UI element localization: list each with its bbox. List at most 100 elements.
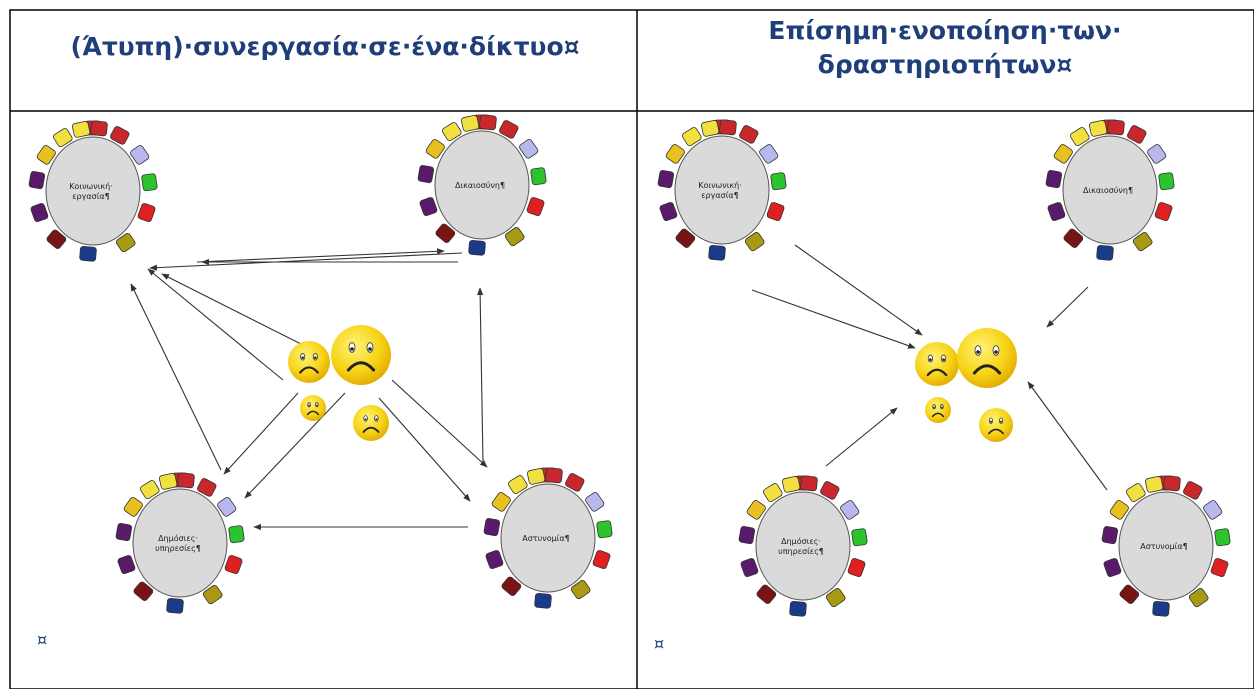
chair-icon: [782, 476, 801, 493]
chair-icon: [1063, 228, 1084, 248]
table-label: υπηρεσίες¶: [155, 544, 201, 553]
chair-icon: [1132, 232, 1153, 252]
chair-icon: [425, 139, 445, 159]
table-label: εργασία¶: [72, 192, 110, 201]
table-label: Δικαιοσύνη¶: [1083, 185, 1133, 195]
sad-face-icon: [353, 405, 389, 441]
chair-icon: [519, 139, 539, 159]
connection-arrow: [244, 392, 346, 499]
chair-icon: [36, 145, 56, 165]
chair-icon: [1045, 170, 1063, 189]
chair-icon: [1188, 588, 1209, 608]
connection-arrow: [751, 289, 916, 349]
right-title-line-2: δραστηριοτήτων¤: [817, 50, 1073, 79]
chair-icon: [499, 120, 519, 139]
table-top: [500, 483, 596, 593]
chair-icon: [1107, 119, 1125, 136]
chair-icon: [419, 197, 438, 217]
chair-icon: [1163, 475, 1181, 492]
chair-icon: [435, 223, 456, 243]
round-table-icon: Δημόσιες·υπηρεσίες¶: [115, 472, 245, 614]
chair-icon: [1214, 528, 1231, 547]
chair-icon: [1127, 125, 1147, 144]
right-end-mark: ¤: [654, 634, 665, 653]
chair-icon: [659, 202, 678, 222]
chair-icon: [585, 492, 605, 512]
connection-arrow: [794, 244, 923, 336]
chair-icon: [1145, 476, 1164, 493]
table-label: Δημόσιες·: [781, 536, 821, 546]
table-top: [1118, 491, 1214, 601]
connection-arrow: [1046, 286, 1089, 328]
round-table-icon: Κοινωνική·εργασία¶: [28, 120, 158, 262]
chair-icon: [820, 481, 840, 500]
chair-icon: [759, 144, 779, 164]
chair-icon: [1047, 202, 1066, 222]
connection-arrow: [825, 407, 898, 467]
chair-icon: [79, 245, 97, 262]
table-label: Κοινωνική·: [69, 182, 113, 191]
table-label: Κοινωνική·: [698, 181, 742, 190]
right-arrows: [751, 244, 1108, 491]
chair-icon: [115, 233, 136, 253]
chair-icon: [30, 203, 49, 223]
chair-icon: [1126, 483, 1146, 503]
sad-face-icon: [300, 395, 326, 421]
chair-icon: [177, 472, 195, 489]
chair-icon: [719, 119, 737, 136]
chair-icon: [508, 475, 528, 495]
chair-icon: [1119, 584, 1140, 604]
chair-icon: [483, 518, 501, 537]
chair-icon: [565, 473, 585, 492]
chair-icon: [228, 525, 245, 544]
table-top: [755, 491, 851, 601]
chair-icon: [596, 520, 613, 539]
connection-arrow: [378, 397, 471, 502]
chair-icon: [137, 203, 156, 223]
chair-icon: [766, 202, 785, 222]
sad-face-icon: [925, 397, 951, 423]
chair-icon: [527, 468, 546, 485]
sad-face-icon: [979, 408, 1013, 442]
chair-icon: [224, 555, 243, 575]
chair-icon: [159, 473, 178, 490]
connection-arrow: [147, 268, 284, 381]
chair-icon: [417, 165, 435, 184]
chair-icon: [1154, 202, 1173, 222]
chair-icon: [1203, 500, 1223, 520]
top-mark: ¨: [46, 0, 52, 6]
chair-icon: [675, 228, 696, 248]
chair-icon: [166, 597, 184, 614]
table-label: εργασία¶: [701, 191, 739, 200]
connection-arrow: [391, 379, 488, 468]
table-top: [45, 136, 141, 246]
chair-icon: [789, 600, 807, 617]
chair-icon: [665, 144, 685, 164]
chair-icon: [739, 125, 759, 144]
chair-icon: [682, 127, 702, 147]
chair-icon: [740, 558, 759, 578]
chair-icon: [117, 555, 136, 575]
chair-icon: [825, 588, 846, 608]
chair-icon: [28, 171, 46, 190]
chair-icon: [763, 483, 783, 503]
chair-icon: [133, 581, 154, 601]
chair-icon: [115, 523, 133, 542]
chair-icon: [744, 232, 765, 252]
chair-icon: [130, 145, 150, 165]
right-title-line-1: Επίσημη·ενοποίηση·των·: [768, 16, 1122, 45]
chair-icon: [197, 478, 217, 497]
connection-arrow: [196, 248, 445, 263]
chair-icon: [501, 576, 522, 596]
chair-icon: [1152, 600, 1170, 617]
chair-icon: [592, 550, 611, 570]
chair-icon: [545, 467, 563, 484]
chair-icon: [141, 173, 158, 192]
chair-icon: [534, 592, 552, 609]
chair-icon: [110, 126, 130, 145]
connection-arrow: [477, 287, 484, 463]
chair-icon: [1109, 500, 1129, 520]
connection-arrow: [223, 392, 299, 475]
